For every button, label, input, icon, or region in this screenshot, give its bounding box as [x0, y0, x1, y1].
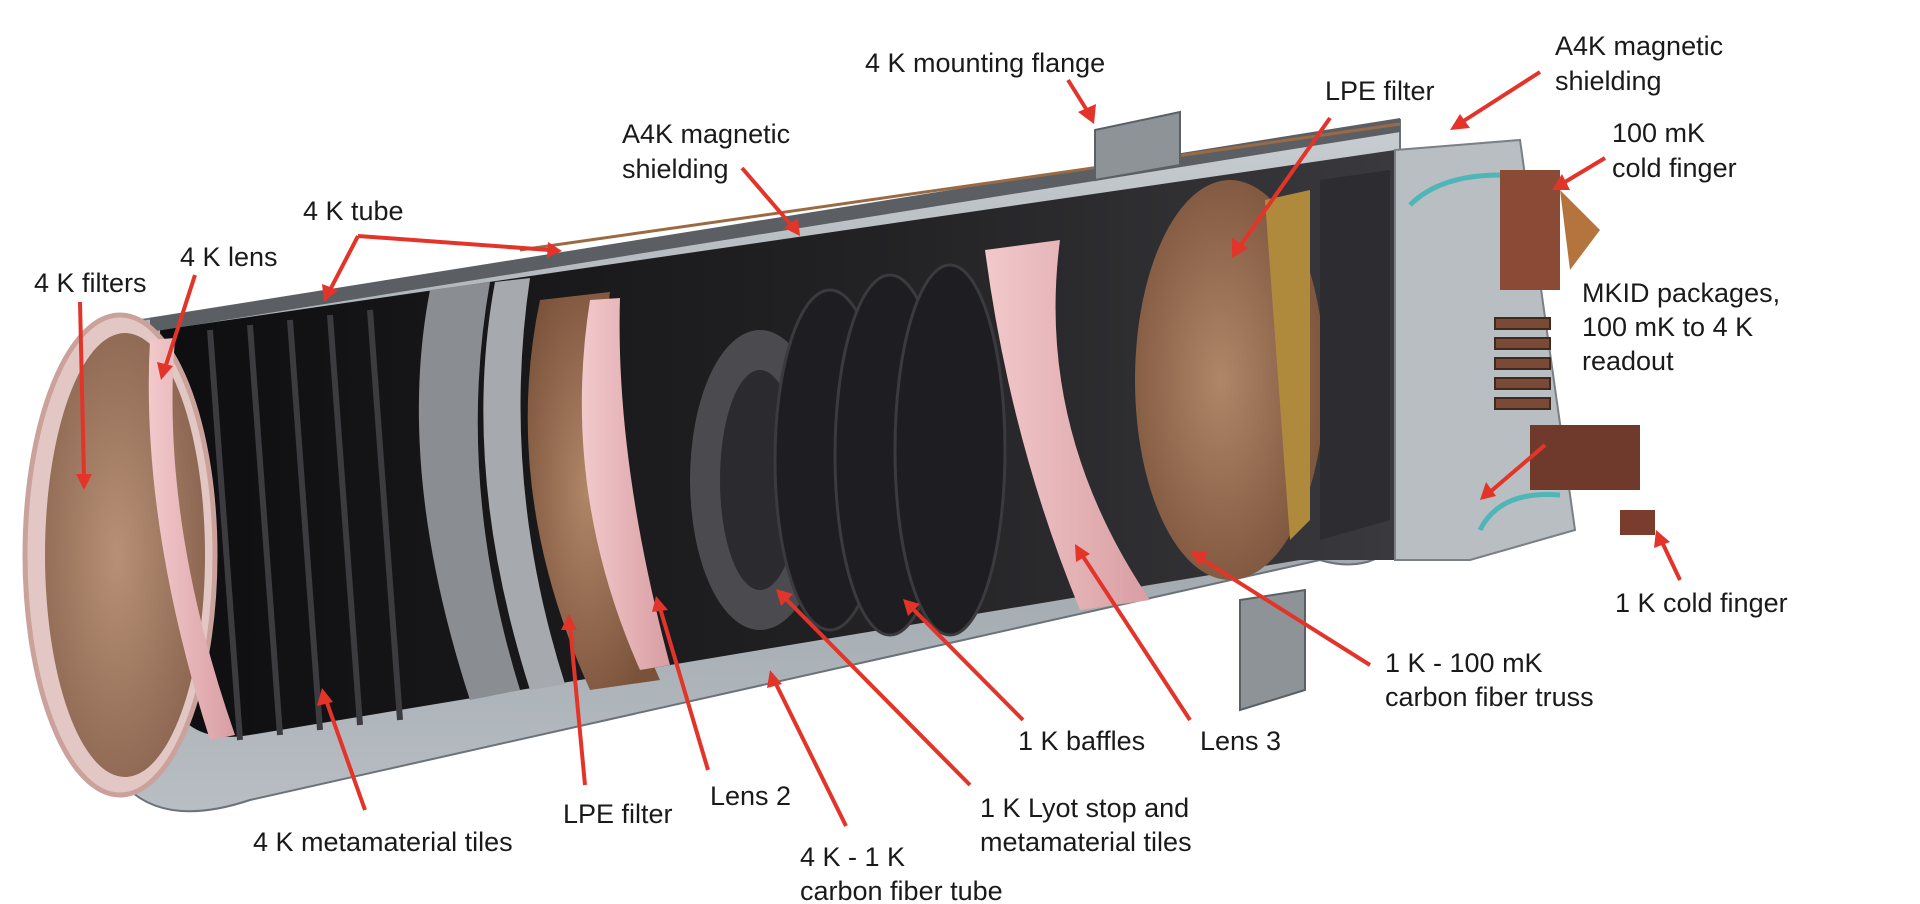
- lens-4k-shape: [148, 338, 235, 740]
- cold-finger-100mk: [1500, 170, 1600, 290]
- mounting-flange-bottom: [1239, 588, 1306, 712]
- arrow-mounting-flange: [1066, 78, 1090, 114]
- cold-finger-1k: [1530, 425, 1655, 535]
- arrow-a4k-mid: [740, 166, 794, 228]
- focal-plane-block: [1265, 190, 1310, 540]
- arrow-lens-4k: [163, 274, 197, 369]
- arrow-lpe-bottom: [568, 625, 587, 786]
- label-a4k-mid-line1: A4K magnetic: [622, 119, 790, 149]
- label-mkid-line3: readout: [1582, 346, 1674, 376]
- label-lpe-top: LPE filter: [1325, 76, 1435, 106]
- label-filters-4k: 4 K filters: [34, 268, 147, 298]
- arrow-baffles-1k: [910, 606, 1025, 722]
- arrow-truss: [1198, 556, 1372, 667]
- label-mounting-flange: 4 K mounting flange: [865, 48, 1105, 78]
- shielding-strip: [150, 118, 1400, 332]
- callout-labels: 4 K mounting flange A4K magnetic shieldi…: [34, 31, 1788, 904]
- lens-2-shape: [581, 298, 670, 670]
- label-lyot-line2: metamaterial tiles: [980, 827, 1192, 857]
- arrow-cold-finger-100mk: [1563, 156, 1607, 184]
- label-lens-2: Lens 2: [710, 781, 791, 811]
- label-a4k-mid-line2: shielding: [622, 154, 729, 184]
- label-lpe-bottom: LPE filter: [563, 799, 673, 829]
- label-cf-tube-line1: 4 K - 1 K: [800, 842, 905, 872]
- label-a4k-right-line1: A4K magnetic: [1555, 31, 1723, 61]
- label-truss-line1: 1 K - 100 mK: [1385, 648, 1543, 678]
- readout-cables-top: [1408, 172, 1501, 207]
- label-a4k-right-line2: shielding: [1555, 66, 1662, 96]
- label-100mk-line1: 100 mK: [1612, 118, 1705, 148]
- arrow-tube-4k-b: [357, 234, 551, 252]
- pointer-arrows: [76, 70, 1682, 827]
- label-cf-tube-line2: carbon fiber tube: [800, 876, 1003, 904]
- inner-baffles: [773, 263, 1007, 637]
- mounting-flange-top: [1094, 110, 1181, 182]
- lens-3-shape: [985, 240, 1150, 610]
- label-cold-finger-1k: 1 K cold finger: [1615, 588, 1788, 618]
- ring-stack-2: [483, 278, 565, 690]
- label-lyot-line1: 1 K Lyot stop and: [980, 793, 1189, 823]
- arrow-a4k-right: [1460, 70, 1542, 124]
- label-tiles-4k: 4 K metamaterial tiles: [253, 827, 513, 857]
- arrow-lpe-top: [1238, 116, 1332, 248]
- shielding-copper-line: [519, 122, 1401, 252]
- readout-cables-bottom: [1477, 491, 1561, 532]
- arrow-tiles-4k: [324, 699, 367, 811]
- label-tube-4k: 4 K tube: [303, 196, 404, 226]
- cryostat-illustration: [22, 110, 1655, 813]
- label-mkid-line2: 100 mK to 4 K: [1582, 312, 1753, 342]
- label-truss-line2: carbon fiber truss: [1385, 682, 1594, 712]
- arrow-lens-3: [1080, 553, 1192, 722]
- arrow-lens-2: [658, 607, 710, 771]
- label-100mk-line2: cold finger: [1612, 153, 1737, 183]
- label-lens-4k: 4 K lens: [180, 242, 278, 272]
- mkid-connectors: [1494, 317, 1551, 410]
- baffle-rings: [207, 309, 403, 741]
- arrow-filters-4k: [78, 301, 86, 479]
- arrow-tube-4k-a: [328, 235, 360, 291]
- label-lens-3: Lens 3: [1200, 726, 1281, 756]
- arrow-cf-tube: [773, 681, 848, 827]
- arrow-lyot: [783, 596, 972, 787]
- arrow-mkid: [1488, 443, 1547, 494]
- label-baffles-1k: 1 K baffles: [1018, 726, 1145, 756]
- arrow-cold-finger-1k: [1660, 541, 1682, 581]
- ring-stack: [418, 282, 520, 700]
- label-mkid-line1: MKID packages,: [1582, 278, 1780, 308]
- focal-plane-rear: [1320, 170, 1390, 540]
